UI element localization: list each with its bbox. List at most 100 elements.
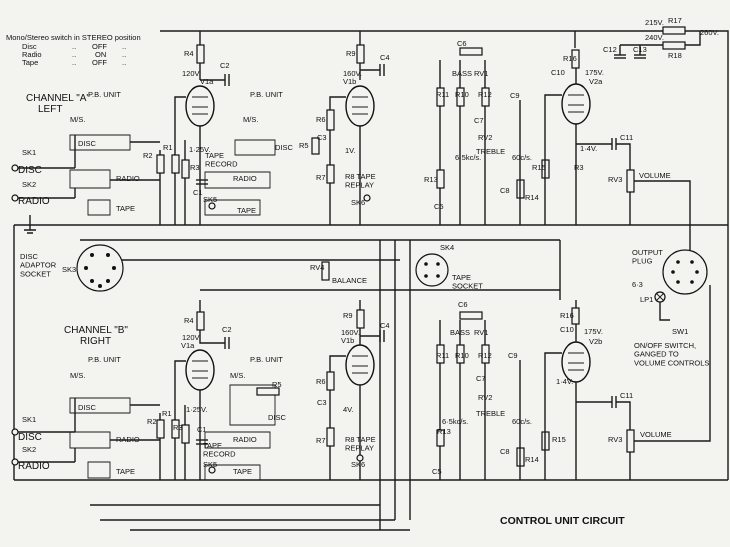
v160-a-label: 160V. (343, 69, 362, 78)
sk1-b-name: SK1 (22, 415, 36, 424)
channel-a-disc-switch-2: DISC (275, 143, 294, 152)
r10-a-resistor (456, 87, 465, 107)
r15-a-label: R15 (532, 163, 546, 172)
sk5-b-socket (208, 466, 216, 474)
channel-a-radio-switch-2: RADIO (233, 174, 257, 183)
r7-b-resistor (326, 427, 335, 447)
r10-b-resistor (456, 344, 465, 364)
r2-b-resistor (156, 419, 165, 439)
c10-b-label: C10 (560, 325, 574, 334)
r4-b-resistor (196, 311, 205, 331)
c4-b-label: C1 (197, 425, 207, 434)
r5-a-label: R5 (299, 141, 309, 150)
channel-a-ms-label-2: M/S. (243, 115, 258, 124)
sk3-name: SK3 (62, 265, 76, 274)
c11-b-label: C11 (620, 391, 633, 400)
f65k-b-label: 6·5kc/s. (442, 417, 468, 426)
v120-b-label: 120V. (182, 333, 201, 342)
c6-b-network (459, 311, 483, 320)
r12-a-resistor (481, 87, 490, 107)
c2-a-label: C2 (220, 61, 230, 70)
r17-resistor (662, 26, 686, 35)
output-plug (662, 249, 708, 295)
note-row-disc-state: OFF (92, 42, 107, 51)
r11-a-label: R11 (436, 90, 449, 99)
rv4-label: RV4 (310, 263, 324, 272)
sk4-name: SK4 (440, 243, 454, 252)
c10-a-label: C10 (551, 68, 565, 77)
r13-a-label: R13 (424, 175, 438, 184)
sk1-a-name: SK1 (22, 148, 36, 157)
channel-a-tape-switch-2: TAPE (237, 206, 256, 215)
note-row-radio-state: ON (95, 50, 106, 59)
channel-b-pb-unit-2: P.B. UNIT (250, 355, 283, 364)
v175-a-label: 175V. (585, 68, 604, 77)
r13-b-resistor (436, 429, 445, 447)
r14-b-label: R14 (525, 455, 539, 464)
r12-b-label: R12 (478, 351, 492, 360)
channel-b-ms-label: M/S. (70, 371, 85, 380)
sk5-a-name: SK5 (203, 195, 217, 204)
sk2-a-label: RADIO (18, 196, 50, 207)
rv3-a-label: RV3 (608, 175, 622, 184)
rv1-a-label: RV1 (474, 69, 488, 78)
note-row-tape: Tape (22, 58, 38, 67)
c3-a-label: C3 (317, 133, 327, 142)
c5-a-label: C5 (434, 202, 444, 211)
v160-b-label: 160V. (341, 328, 360, 337)
r3-a-label-b: R3 (574, 163, 584, 172)
r6-b-resistor (326, 371, 335, 391)
v2b-tube (561, 341, 591, 383)
channel-a-tape-switch: TAPE (116, 204, 135, 213)
r12-b-resistor (481, 344, 490, 364)
c5-b-label: C5 (432, 467, 442, 476)
channel-b-disc-switch-2: DISC (268, 413, 287, 422)
c3-b-label: C3 (317, 398, 327, 407)
r10-b-label: R10 (455, 351, 469, 360)
c6-a-network (459, 47, 483, 56)
sk3-disc-adaptor-socket (76, 244, 124, 292)
sk2-b-name: SK2 (22, 445, 36, 454)
r2-a-resistor (156, 154, 165, 174)
supply-rail: R17 215V. 260V. R18 240V. C12 C13 (160, 16, 729, 480)
c8-a-label: C8 (500, 186, 510, 195)
rv4-balance-pot (321, 261, 330, 281)
mode-note: Mono/Stereo switch in STEREO position Di… (6, 33, 141, 67)
v1b-a-tube (345, 85, 375, 127)
v2b-tube-label: V2b (589, 337, 602, 346)
r4-a-resistor (196, 44, 205, 64)
balance-label: BALANCE (332, 276, 367, 285)
r18-label: R18 (668, 51, 682, 60)
c4-a-label: C4 (380, 53, 390, 62)
r7-a-label: R7 (316, 173, 326, 182)
note-row-disc: Disc (22, 42, 37, 51)
channel-b-title: CHANNEL "B" (64, 325, 128, 336)
v2a-tube (561, 83, 591, 125)
r11-b-resistor (436, 344, 445, 364)
treble-b-label: TREBLE (476, 409, 505, 418)
channel-b-disc-switch: DISC (78, 403, 97, 412)
rv3-b-label: RV3 (608, 435, 622, 444)
note-row-disc-mark1: .. (72, 42, 76, 51)
sk6-a-name: SK6 (351, 198, 365, 207)
c6-b-label: C6 (458, 300, 468, 309)
channel-a: CHANNEL "A" LEFT P.B. UNIT P.B. UNIT M/S… (11, 39, 691, 260)
r14-a-label: R14 (525, 193, 539, 202)
r4-a-label: R4 (184, 49, 194, 58)
channel-b-tape-switch-2: TAPE (233, 467, 252, 476)
bass-a-label: BASS (452, 69, 472, 78)
r9-b-label: R9 (343, 311, 353, 320)
v1a-a-tube-label: V1a (200, 77, 214, 86)
treble-a-label: TREBLE (476, 147, 505, 156)
sk1-b-label: DISC (18, 432, 42, 443)
v1-a-label: 1V. (345, 146, 356, 155)
r11-b-label: R11 (436, 351, 449, 360)
r9-b-resistor (356, 309, 365, 329)
v14-a-label: 1·4V. (580, 144, 597, 153)
r3-a-resistor (181, 159, 190, 179)
r3-b-resistor (181, 424, 190, 444)
